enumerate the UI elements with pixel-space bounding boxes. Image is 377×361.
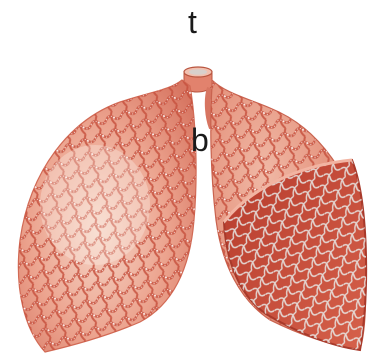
- right-lung-cutaway: [200, 60, 377, 360]
- label-t: t: [188, 6, 197, 38]
- left-lung: [0, 60, 210, 360]
- label-b: b: [191, 124, 209, 156]
